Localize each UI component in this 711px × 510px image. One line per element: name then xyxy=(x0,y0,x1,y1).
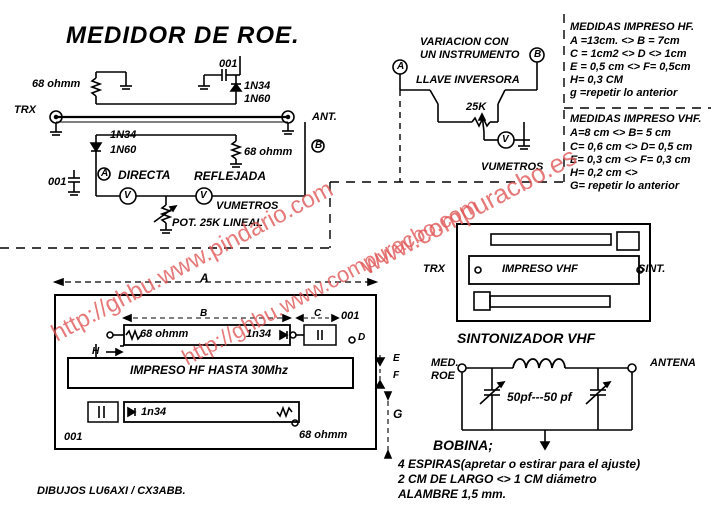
resistor-label-bottom: 68 ohmm xyxy=(244,146,293,158)
board-resistor-bottom: 68 ohmm xyxy=(299,429,348,441)
capacitor-label-top: 001 xyxy=(219,58,238,70)
vhf-sint-label: SINT. xyxy=(638,263,666,275)
tuner-heading: SINTONIZADOR VHF xyxy=(457,330,596,346)
meter-v-reflected: V xyxy=(200,190,207,201)
coil-line: 2 CM DE LARGO <> 1 CM diámetro xyxy=(398,472,597,486)
hf-swr-circuit xyxy=(49,56,325,234)
reflejada-label: REFLEJADA xyxy=(194,169,267,183)
variacion-label-1: VARIACION CON xyxy=(420,36,509,48)
diode-label-bottom-2: 1N60 xyxy=(110,144,137,156)
switch-vumetros-label: VUMETROS xyxy=(481,161,544,173)
resistor-label-top: 68 ohmm xyxy=(32,78,81,90)
hf-measure-line: H= 0,3 CM xyxy=(570,74,623,86)
vhf-strip-label: IMPRESO VHF xyxy=(502,263,578,275)
vhf-measure-line: G= repetir lo anterior xyxy=(570,180,680,192)
mark-a-label: A xyxy=(101,168,109,179)
trx-label: TRX xyxy=(14,104,36,116)
coil-line: ALAMBRE 1,5 mm. xyxy=(398,487,507,501)
switch-circuit xyxy=(392,47,545,150)
tuner-roe-label: ROE xyxy=(431,370,455,382)
credits-label: DIBUJOS LU6AXI / CX3ABB. xyxy=(37,485,186,497)
pot-label: POT. 25K LINEAL xyxy=(172,217,263,229)
vhf-measure-line: A=8 cm <> B= 5 cm xyxy=(570,127,671,139)
board-diode-bottom: 1n34 xyxy=(141,406,167,418)
tuner-med-label: MED. xyxy=(431,357,459,369)
hf-measure-line: g =repetir lo anterior xyxy=(570,87,678,99)
dim-h-label: H xyxy=(92,346,100,357)
hf-measure-line: A =13cm. <> B = 7cm xyxy=(570,35,680,47)
ant-label: ANT. xyxy=(312,111,337,123)
vhf-trx-label: TRX xyxy=(423,263,445,275)
page-title: MEDIDOR DE ROE. xyxy=(66,22,300,49)
dim-d-label: D xyxy=(358,332,366,343)
vhf-tuner xyxy=(457,358,637,451)
llave-label: LLAVE INVERSORA xyxy=(416,74,520,86)
hf-strip-label: IMPRESO HF HASTA 30Mhz xyxy=(130,363,289,377)
board-cap-top: 001 xyxy=(341,310,360,322)
board-diode-top: 1n34 xyxy=(246,328,272,340)
mark-b-label: B xyxy=(315,140,323,151)
pot-25k-label: 25K xyxy=(466,101,487,113)
switch-mark-a: A xyxy=(397,61,405,72)
divider-lines xyxy=(0,14,711,249)
diode-label-top-2: 1N60 xyxy=(244,93,271,105)
switch-meter-v: V xyxy=(502,134,509,145)
meter-v-direct: V xyxy=(124,190,131,201)
vhf-measure-line: E= 0,3 cm <> F= 0,3 cm xyxy=(570,154,691,166)
hf-board xyxy=(52,277,393,459)
vumetros-label: VUMETROS xyxy=(216,200,279,212)
board-resistor-top: 68 ohmm xyxy=(140,328,189,340)
dim-a-label: A xyxy=(200,271,209,285)
coil-heading: BOBINA; xyxy=(433,437,493,453)
directa-label: DIRECTA xyxy=(118,168,171,182)
dim-g-label: G xyxy=(393,407,403,421)
tuner-caps-label: 50pf---50 pf xyxy=(507,390,572,404)
hf-measure-line: C = 1cm2 <> D <> 1cm xyxy=(570,48,687,60)
capacitor-label-bottom: 001 xyxy=(48,176,67,188)
dim-c-label: C xyxy=(314,308,322,319)
diode-label-top-1: 1N34 xyxy=(244,80,271,92)
dim-e-label: E xyxy=(393,353,400,364)
coil-line: 4 ESPIRAS(apretar o estirar para el ajus… xyxy=(398,457,641,471)
variacion-label-2: UN INSTRUMENTO xyxy=(420,49,520,61)
hf-measure-line: E = 0,5 cm <> F= 0,5cm xyxy=(570,61,691,73)
vhf-board xyxy=(456,223,651,322)
board-cap-bottom: 001 xyxy=(64,431,83,443)
vhf-measure-line: C= 0,6 cm <> D= 0,5 cm xyxy=(570,141,693,153)
vhf-measure-line: H= 0,2 cm <> xyxy=(570,167,638,179)
dim-b-label: B xyxy=(200,308,208,319)
diode-label-bottom-1: 1N34 xyxy=(110,129,137,141)
vhf-measures-heading: MEDIDAS IMPRESO VHF. xyxy=(570,113,702,125)
hf-measures-heading: MEDIDAS IMPRESO HF. xyxy=(570,21,695,33)
switch-mark-b: B xyxy=(534,49,542,60)
dim-f-label: F xyxy=(393,370,400,381)
tuner-antena-label: ANTENA xyxy=(650,357,696,369)
